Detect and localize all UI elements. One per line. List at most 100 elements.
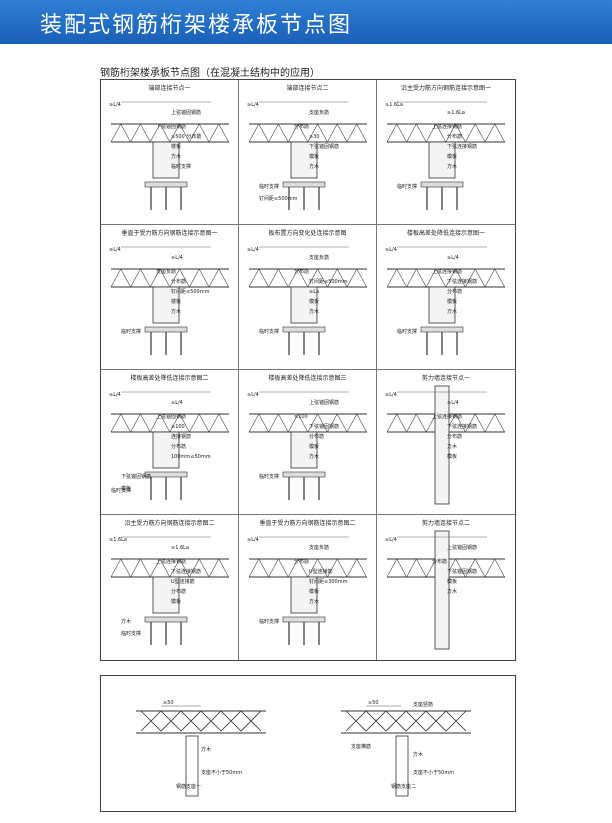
page-title: 装配式钢筋桁架楼承板节点图 bbox=[40, 13, 353, 38]
detail-title: 端部连接节点一 bbox=[148, 85, 191, 92]
detail-label: 支座负筋 bbox=[309, 544, 329, 551]
support-1-caption: 钢筋支座一 bbox=[176, 783, 201, 790]
detail-label: 方木 bbox=[447, 163, 457, 170]
detail-label: ≥L/4 bbox=[247, 392, 259, 398]
temporary-support bbox=[144, 616, 188, 645]
shear-wall bbox=[434, 530, 450, 650]
detail-label: 方木 bbox=[309, 453, 319, 460]
detail-label: 上弦锚固钢筋 bbox=[309, 399, 339, 406]
detail-label: 分布筋 bbox=[447, 433, 462, 440]
detail-label: 楼板 bbox=[171, 143, 181, 150]
drawing-subtitle: 钢筋桁架楼承板节点图（在混凝土结构中的应用） bbox=[100, 68, 320, 79]
detail-label: 下弦锚固钢筋 bbox=[156, 123, 186, 130]
detail-label: ≥L/4 bbox=[171, 255, 183, 261]
detail-title: 垂直于受力筋方向钢筋连接示意图一 bbox=[121, 230, 218, 237]
detail-label: ≥L/4 bbox=[385, 247, 397, 253]
detail-label: 下弦连接钢筋 bbox=[171, 568, 201, 575]
detail-label: 钉间距≤500mm bbox=[259, 195, 298, 202]
detail-label: 方木 bbox=[447, 308, 457, 315]
detail-label: 下弦锚固钢筋 bbox=[309, 143, 339, 150]
concrete-beam bbox=[290, 286, 318, 324]
support-2-note: 支座不小于50mm bbox=[413, 769, 454, 776]
detail-label: 临时支撑 bbox=[121, 328, 141, 335]
detail-title: 楼板高差处降低连接示意图二 bbox=[130, 375, 209, 382]
detail-label: 支座负筋 bbox=[309, 109, 329, 116]
support-2-caption: 钢筋支座二 bbox=[391, 783, 416, 790]
detail-label: 模板 bbox=[121, 485, 131, 492]
support-details-drawing: ≥50 方木 支座不小于50mm 钢筋支座一 ≥50 支座竖筋 支座横筋 方木 … bbox=[136, 700, 471, 797]
temporary-support bbox=[282, 471, 326, 500]
support-detail-2: ≥50 支座竖筋 支座横筋 方木 支座不小于50mm 钢筋支座二 bbox=[341, 700, 471, 797]
detail-drawing: ≥L/4≥L/4上弦锚固钢筋≥100连接钢筋分布筋100mm≤50mm下弦锚固钢… bbox=[109, 391, 229, 500]
detail-label: 方木 bbox=[447, 443, 457, 450]
detail-label: 上弦连接钢筋 bbox=[432, 123, 462, 130]
header-banner: 装配式钢筋桁架楼承板节点图 bbox=[0, 0, 612, 44]
detail-label: 方木 bbox=[121, 618, 131, 625]
detail-label: 上弦锚固钢筋 bbox=[171, 109, 201, 116]
detail-label: 模板 bbox=[309, 153, 319, 160]
detail-title: 垂直于受力筋方向钢筋连接示意图二 bbox=[259, 520, 356, 527]
detail-label: 上弦连接钢筋 bbox=[432, 268, 462, 275]
detail-label: 下弦锚固钢筋 bbox=[447, 568, 477, 575]
detail-title: 板布置方向变化处连接示意图 bbox=[268, 230, 347, 237]
support-2-vertical: 支座竖筋 bbox=[413, 701, 433, 708]
concrete-beam bbox=[152, 141, 180, 179]
detail-label: 方木 bbox=[309, 308, 319, 315]
detail-label: 分布筋 bbox=[309, 433, 324, 440]
detail-label: ≥L/4 bbox=[385, 537, 397, 543]
temporary-support bbox=[282, 326, 326, 355]
detail-label: 支座负筋 bbox=[156, 268, 176, 275]
concrete-beam bbox=[152, 576, 180, 614]
detail-label: ≥100 bbox=[171, 424, 185, 430]
temporary-support bbox=[282, 181, 326, 210]
detail-label: ≥L/4 bbox=[447, 400, 459, 406]
detail-label: 方木 bbox=[309, 163, 319, 170]
truss-slab bbox=[248, 413, 367, 433]
detail-label: ≥30 bbox=[309, 134, 320, 140]
support-2-horizontal: 支座横筋 bbox=[351, 743, 371, 750]
detail-label: 临时支撑 bbox=[259, 183, 279, 190]
detail-label: ≥L/4 bbox=[385, 392, 397, 398]
temporary-support bbox=[144, 471, 188, 500]
support-detail-sheet: ≥50 方木 支座不小于50mm 钢筋支座一 ≥50 支座竖筋 支座横筋 方木 … bbox=[100, 675, 516, 812]
detail-title: 端部连接节点二 bbox=[286, 85, 329, 92]
detail-label: ≥L/4 bbox=[171, 400, 183, 406]
detail-label: 连接钢筋 bbox=[171, 433, 191, 440]
detail-label: ≥L/4 bbox=[109, 247, 121, 253]
temporary-support bbox=[144, 181, 188, 210]
detail-label: ≥1.6La bbox=[109, 537, 127, 543]
detail-label: ≥L/4 bbox=[247, 537, 259, 543]
detail-label: 下弦连接钢筋 bbox=[447, 143, 477, 150]
detail-label: 模板 bbox=[171, 598, 181, 605]
detail-label: 分布筋 bbox=[294, 268, 309, 275]
support-1-dim: ≥50 bbox=[163, 700, 174, 706]
detail-title: 剪力墙连接节点一 bbox=[421, 375, 470, 382]
detail-label: 临时支撑 bbox=[171, 163, 191, 170]
temporary-support bbox=[282, 616, 326, 645]
detail-label: 分布筋 bbox=[171, 278, 186, 285]
detail-label: 下弦锚固钢筋 bbox=[309, 423, 339, 430]
concrete-beam bbox=[290, 576, 318, 614]
detail-label: 分布筋 bbox=[432, 558, 447, 565]
detail-label: 方木 bbox=[309, 598, 319, 605]
concrete-beam bbox=[152, 286, 180, 324]
detail-label: ≥L/4 bbox=[447, 255, 459, 261]
concrete-beam bbox=[290, 431, 318, 469]
detail-label: 上弦锚固钢筋 bbox=[447, 544, 477, 551]
detail-label: U型连接筋 bbox=[171, 578, 195, 585]
